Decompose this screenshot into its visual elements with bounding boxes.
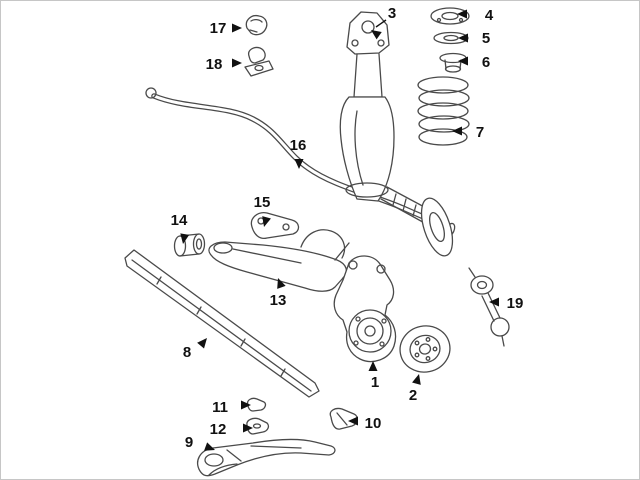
callout-5-arrow: [458, 33, 468, 43]
callout-8-arrow: [197, 338, 207, 349]
part-torsion-bar: [124, 249, 320, 398]
callout-10-label: 10: [365, 415, 382, 432]
part-stabilizer-bar: [145, 87, 456, 238]
callout-15-arrow: [262, 216, 271, 227]
callout-19-arrow: [489, 297, 499, 307]
callout-16-label: 16: [290, 137, 307, 154]
callout-11: 11: [212, 399, 251, 416]
callout-2: 2: [409, 374, 421, 404]
part-ball-joint-15: [250, 212, 300, 240]
callout-14-label: 14: [171, 212, 188, 229]
callout-10-arrow: [348, 416, 358, 426]
callout-3-lead: [375, 19, 387, 28]
callout-2-arrow: [412, 374, 421, 385]
part-clamp-11: [246, 397, 267, 412]
callout-19: 19: [489, 295, 523, 312]
part-strut-mount: [430, 7, 470, 25]
callout-2-label: 2: [409, 387, 417, 404]
callout-14-arrow: [180, 233, 190, 244]
callout-12-label: 12: [210, 421, 227, 438]
callout-1-label: 1: [371, 374, 379, 391]
callout-3: 3: [371, 5, 396, 40]
part-stabilizer-link: [468, 267, 510, 347]
part-bracket-12: [246, 417, 270, 435]
part-steering-knuckle: [333, 255, 397, 363]
callout-15: 15: [254, 194, 271, 227]
callout-4-label: 4: [485, 7, 494, 24]
callout-1-arrow: [368, 361, 378, 371]
part-bushing-bracket-18: [244, 46, 274, 77]
part-control-arm-lower: [197, 438, 336, 477]
callout-6-arrow: [458, 56, 468, 66]
part-bushing-14: [173, 233, 206, 257]
part-strut-assembly: [339, 11, 454, 257]
callout-7-arrow: [452, 126, 462, 136]
callout-13-arrow: [277, 278, 286, 289]
callout-9-label: 9: [185, 434, 193, 451]
callout-12: 12: [210, 421, 253, 438]
callout-4-arrow: [457, 9, 467, 19]
callout-5-label: 5: [482, 30, 490, 47]
callout-5: 5: [458, 30, 490, 47]
callout-11-arrow: [241, 400, 251, 410]
callout-7: 7: [452, 124, 484, 141]
callout-6: 6: [458, 54, 490, 71]
callout-18: 18: [206, 56, 242, 73]
callout-17-label: 17: [210, 20, 227, 37]
callout-18-arrow: [232, 58, 242, 68]
callout-15-label: 15: [254, 194, 271, 211]
callout-17: 17: [210, 20, 242, 37]
callout-8: 8: [183, 338, 207, 361]
callout-3-label: 3: [388, 5, 396, 22]
callout-14: 14: [171, 212, 190, 244]
callout-10: 10: [348, 415, 381, 432]
callout-4: 4: [457, 7, 494, 24]
callout-1: 1: [368, 361, 379, 391]
callout-7-label: 7: [476, 124, 484, 141]
callout-13: 13: [270, 278, 287, 309]
callout-13-label: 13: [270, 292, 287, 309]
part-clamp-17: [245, 14, 268, 36]
callout-18-label: 18: [206, 56, 223, 73]
callout-19-label: 19: [507, 295, 524, 312]
callout-9: 9: [185, 434, 215, 451]
callout-11-label: 11: [212, 399, 228, 416]
part-control-arm-upper: [208, 229, 358, 292]
callout-16-arrow: [294, 159, 304, 169]
callout-9-arrow: [204, 442, 215, 451]
callout-6-label: 6: [482, 54, 490, 71]
part-coil-spring: [417, 76, 470, 146]
callout-16: 16: [290, 137, 307, 169]
callout-12-arrow: [243, 423, 253, 433]
part-hub-bearing: [399, 325, 451, 373]
callout-17-arrow: [232, 23, 242, 33]
callout-8-label: 8: [183, 344, 191, 361]
callout-3-arrow: [371, 30, 382, 40]
